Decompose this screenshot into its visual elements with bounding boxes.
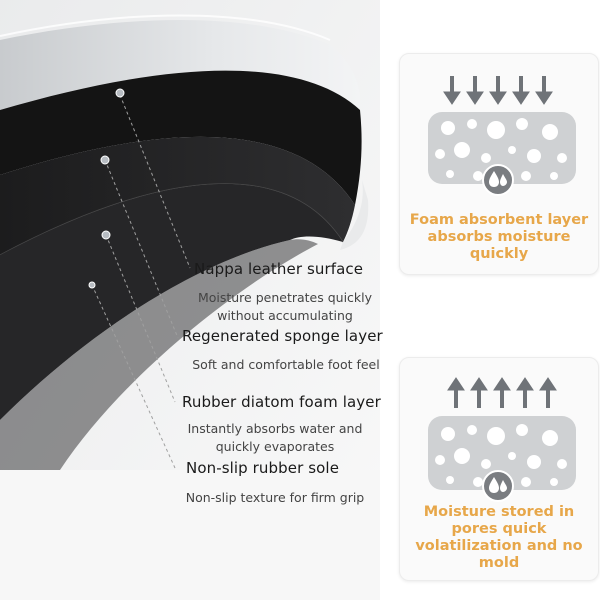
arrow-up-icon [493,377,511,408]
arrow-down-icon [443,76,461,105]
marker-dot-nappa [115,88,125,98]
arrow-up-icon [447,377,465,408]
diatom-foam-layer [0,136,355,255]
water-drops-icon [482,470,514,502]
marker-dot-diatom [101,230,111,240]
layer-title-sole: Non-slip rubber sole [186,459,340,477]
arrow-down-group [443,76,553,105]
layer-desc-sole: Non-slip texture for firm grip [185,490,365,505]
water-drops-icon [482,164,514,196]
arrow-up-icon [539,377,557,408]
arrow-down-icon [535,76,553,105]
arrow-up-group [447,377,557,408]
leader-line-diatom [105,234,176,403]
sole-edge-light [340,180,369,250]
foam-pore-block [428,416,576,490]
arrow-down-icon [466,76,484,105]
evaporate-diagram [428,377,576,502]
leather-edge-highlight [0,14,331,41]
absorb-card: Foam absorbent layer absorbs moisture qu… [399,53,599,275]
layer-desc-nappa: Moisture penetrates quickly without accu… [197,290,373,323]
rubber-sole-layer [0,183,343,420]
evaporate-card-caption: Moisture stored in pores quick volatiliz… [415,504,583,571]
rubber-texture-bottom [0,239,318,470]
absorb-diagram [428,76,576,196]
layer-desc-sponge: Soft and comfortable foot feel [192,357,380,372]
marker-dot-sole [88,281,96,289]
arrow-up-icon [470,377,488,408]
layer-title-nappa: Nappa leather surface [194,260,364,278]
layer-desc-diatom: Instantly absorbs water and quickly evap… [187,421,363,454]
background-fade [0,470,380,600]
arrow-down-icon [512,76,530,105]
arrow-up-icon [516,377,534,408]
sponge-layer [0,70,362,205]
layer-title-diatom: Rubber diatom foam layer [182,393,381,411]
leader-line-sponge [104,159,179,339]
layer-title-sponge: Regenerated sponge layer [182,327,383,345]
leather-surface-band [0,20,360,110]
arrow-down-icon [489,76,507,105]
marker-dot-sponge [100,155,110,165]
absorb-card-caption: Foam absorbent layer absorbs moisture qu… [409,212,589,262]
foam-pore-block [428,112,576,184]
leader-line-nappa [119,94,191,269]
evaporate-card: Moisture stored in pores quick volatiliz… [399,357,599,581]
